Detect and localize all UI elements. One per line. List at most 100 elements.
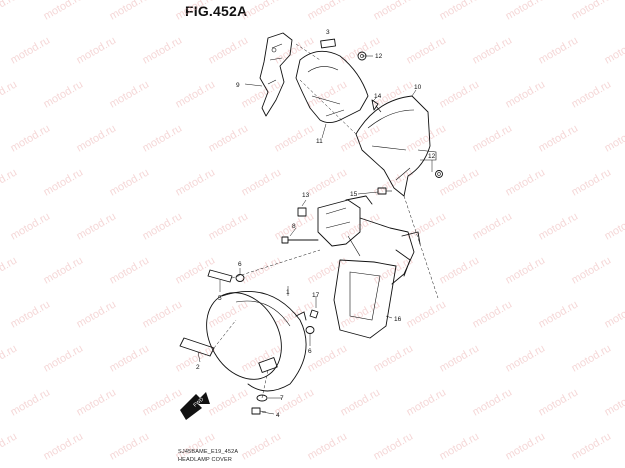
watermark-text: motod.ru — [306, 78, 350, 110]
watermark-text: motod.ru — [438, 166, 482, 198]
watermark-text: motod.ru — [75, 122, 119, 154]
watermark-text: motod.ru — [108, 254, 152, 286]
watermark-text: motod.ru — [504, 166, 548, 198]
watermark-text: motod.ru — [570, 78, 614, 110]
watermark-text: motod.ru — [504, 78, 548, 110]
watermark-text: motod.ru — [207, 122, 251, 154]
watermark-text: motod.ru — [438, 430, 482, 462]
watermark-text: motod.ru — [42, 166, 86, 198]
callout-17: 17 — [312, 292, 320, 299]
watermark-text: motod.ru — [42, 0, 86, 23]
watermark-text: motod.ru — [141, 34, 185, 66]
watermark-text: motod.ru — [9, 210, 53, 242]
watermark-text: motod.ru — [141, 122, 185, 154]
watermark-text: motod.ru — [141, 386, 185, 418]
watermark-text: motod.ru — [603, 210, 625, 242]
watermark-text: motod.ru — [0, 0, 19, 23]
watermark-text: motod.ru — [537, 210, 581, 242]
watermark-text: motod.ru — [339, 34, 383, 66]
figure-title: FIG.452A — [185, 3, 248, 19]
watermark-text: motod.ru — [174, 0, 218, 23]
callout-11: 11 — [316, 138, 323, 145]
watermark-text: motod.ru — [372, 342, 416, 374]
watermark-text: motod.ru — [0, 430, 19, 462]
watermark-text: motod.ru — [603, 122, 625, 154]
watermark-text: motod.ru — [240, 254, 284, 286]
part-13-nut — [297, 207, 307, 217]
watermark-text: motod.ru — [537, 122, 581, 154]
part-9-side-bracket — [259, 32, 293, 117]
watermark-text: motod.ru — [174, 78, 218, 110]
watermark-text: motod.ru — [603, 34, 625, 66]
part-6-nut-lower — [305, 326, 315, 334]
watermark-text: motod.ru — [141, 210, 185, 242]
watermark-text: motod.ru — [0, 254, 19, 286]
watermark-text: motod.ru — [405, 386, 449, 418]
callout-2: 2 — [196, 364, 200, 371]
watermark-text: motod.ru — [0, 166, 19, 198]
watermark-text: motod.ru — [471, 122, 515, 154]
watermark-text: motod.ru — [306, 254, 350, 286]
watermark-text: motod.ru — [504, 430, 548, 462]
callout-10: 10 — [414, 84, 422, 91]
part-17-bolt — [309, 309, 319, 319]
callout-12-right: 12 — [428, 153, 436, 160]
watermark-text: motod.ru — [42, 430, 86, 462]
part-11-upper-cover — [295, 50, 369, 123]
watermark-text: motod.ru — [339, 386, 383, 418]
watermark-text: motod.ru — [207, 210, 251, 242]
watermark-text: motod.ru — [438, 0, 482, 23]
watermark-text: motod.ru — [570, 342, 614, 374]
watermark-text: motod.ru — [0, 78, 19, 110]
part-15-fitting — [377, 187, 392, 195]
watermark-text: motod.ru — [438, 254, 482, 286]
watermark-text: motod.ru — [405, 34, 449, 66]
watermark-text: motod.ru — [603, 298, 625, 330]
fwd-direction-badge: FWD — [180, 392, 210, 420]
callout-15: 15 — [350, 191, 358, 198]
watermark-text: motod.ru — [537, 386, 581, 418]
watermark-text: motod.ru — [570, 166, 614, 198]
watermark-text: motod.ru — [438, 342, 482, 374]
watermark-text: motod.ru — [42, 78, 86, 110]
watermark-text: motod.ru — [9, 122, 53, 154]
part-16-bracket-assembly — [317, 195, 421, 339]
callout-9: 9 — [236, 82, 240, 89]
watermark-text: motod.ru — [471, 298, 515, 330]
part-6-nut-upper — [235, 274, 245, 282]
watermark-text: motod.ru — [471, 386, 515, 418]
watermark-text: motod.ru — [9, 386, 53, 418]
watermark-text: motod.ru — [273, 298, 317, 330]
watermark-text: motod.ru — [570, 0, 614, 23]
watermark-text: motod.ru — [75, 298, 119, 330]
callout-1: 1 — [286, 289, 290, 296]
part-10-lower-cover — [355, 95, 437, 197]
part-4-screw — [251, 407, 267, 415]
watermark-text: motod.ru — [273, 34, 317, 66]
watermark-text: motod.ru — [504, 0, 548, 23]
watermark-text: motod.ru — [537, 298, 581, 330]
part-2-pad — [179, 337, 215, 357]
part-8-bolt — [281, 236, 319, 244]
watermark-text: motod.ru — [405, 298, 449, 330]
callout-6-lower: 6 — [308, 348, 312, 355]
watermark-text: motod.ru — [240, 0, 284, 23]
watermark-text: motod.ru — [306, 0, 350, 23]
watermark-text: motod.ru — [174, 166, 218, 198]
watermark-text: motod.ru — [42, 342, 86, 374]
watermark-text: motod.ru — [207, 386, 251, 418]
callout-6-upper: 6 — [238, 261, 242, 268]
callout-14: 14 — [374, 93, 382, 100]
part-7-washer — [256, 394, 268, 402]
callout-16: 16 — [394, 316, 402, 323]
watermark-text: motod.ru — [603, 386, 625, 418]
watermark-text: motod.ru — [405, 210, 449, 242]
watermark-text: motod.ru — [372, 430, 416, 462]
watermark-text: motod.ru — [42, 254, 86, 286]
watermark-text: motod.ru — [537, 34, 581, 66]
watermark-text: motod.ru — [9, 34, 53, 66]
part-12-grommet-right — [435, 170, 443, 178]
watermark-text: motod.ru — [108, 166, 152, 198]
